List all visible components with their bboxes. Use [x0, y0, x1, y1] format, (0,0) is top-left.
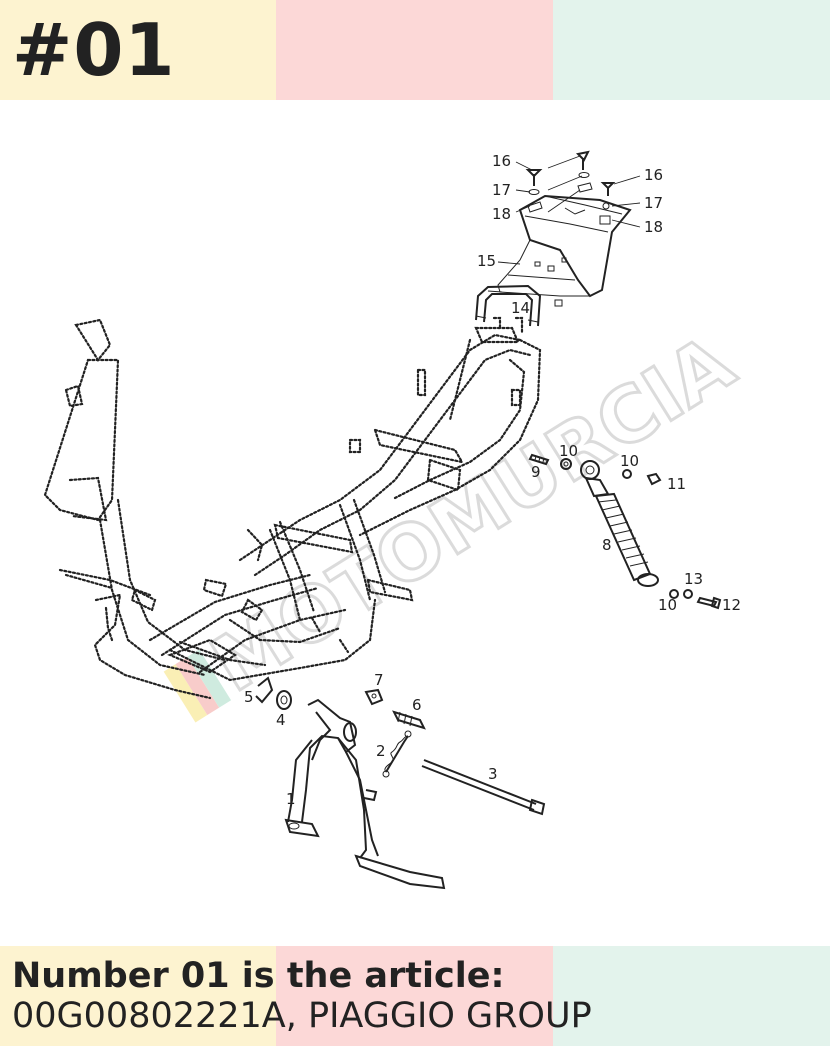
callout-14: 14: [511, 299, 530, 317]
grab-handle: [475, 284, 542, 327]
callout-18a: 18: [492, 205, 511, 223]
caption-article-code: 00G00802221A, PIAGGIO GROUP: [12, 996, 592, 1036]
callout-9: 9: [531, 463, 541, 481]
caption-heading: Number 01 is the article:: [12, 956, 505, 996]
callout-18b: 18: [644, 218, 663, 236]
header-band-mint: [553, 0, 830, 100]
exploded-parts-diagram: MOTOMURCIA: [43, 150, 750, 890]
callout-17b: 17: [644, 194, 663, 212]
callout-1: 1: [286, 790, 296, 808]
shock-fasteners: [528, 453, 722, 610]
callout-3: 3: [488, 765, 498, 783]
rack-fasteners: [525, 150, 616, 213]
callout-labels: 1 2 3 4 5 6 7 8 9 10 10 10 11 12 13 14 1…: [244, 152, 741, 808]
callout-10b: 10: [620, 452, 639, 470]
callout-16a: 16: [492, 152, 511, 170]
callout-8: 8: [602, 536, 612, 554]
callout-4: 4: [276, 711, 286, 729]
footer-band-pink: [276, 946, 553, 1046]
header-band-pink: [276, 0, 553, 100]
rear-shock-absorber: [580, 460, 659, 587]
footer-band-mint: [553, 946, 830, 1046]
frame-chassis: [43, 316, 542, 700]
callout-2: 2: [376, 742, 386, 760]
callout-7: 7: [374, 671, 384, 689]
leader-lines: [497, 155, 641, 265]
watermark-logo: MOTOMURCIA: [163, 316, 750, 723]
callout-5: 5: [244, 688, 254, 706]
callout-6: 6: [412, 696, 422, 714]
header-band-yellow: [0, 0, 276, 100]
callout-16b: 16: [644, 166, 663, 184]
rear-carrier-rack: [497, 194, 632, 307]
callout-12: 12: [722, 596, 741, 614]
callout-17a: 17: [492, 181, 511, 199]
callout-10a: 10: [559, 442, 578, 460]
item-number-title: #01: [12, 8, 176, 92]
footer-band-yellow: [0, 946, 276, 1046]
stand-small-parts: [255, 676, 546, 816]
callout-10c: 10: [658, 596, 677, 614]
centre-stand: [284, 698, 446, 890]
callout-11: 11: [667, 475, 686, 493]
callout-15: 15: [477, 252, 496, 270]
callout-13: 13: [684, 570, 703, 588]
